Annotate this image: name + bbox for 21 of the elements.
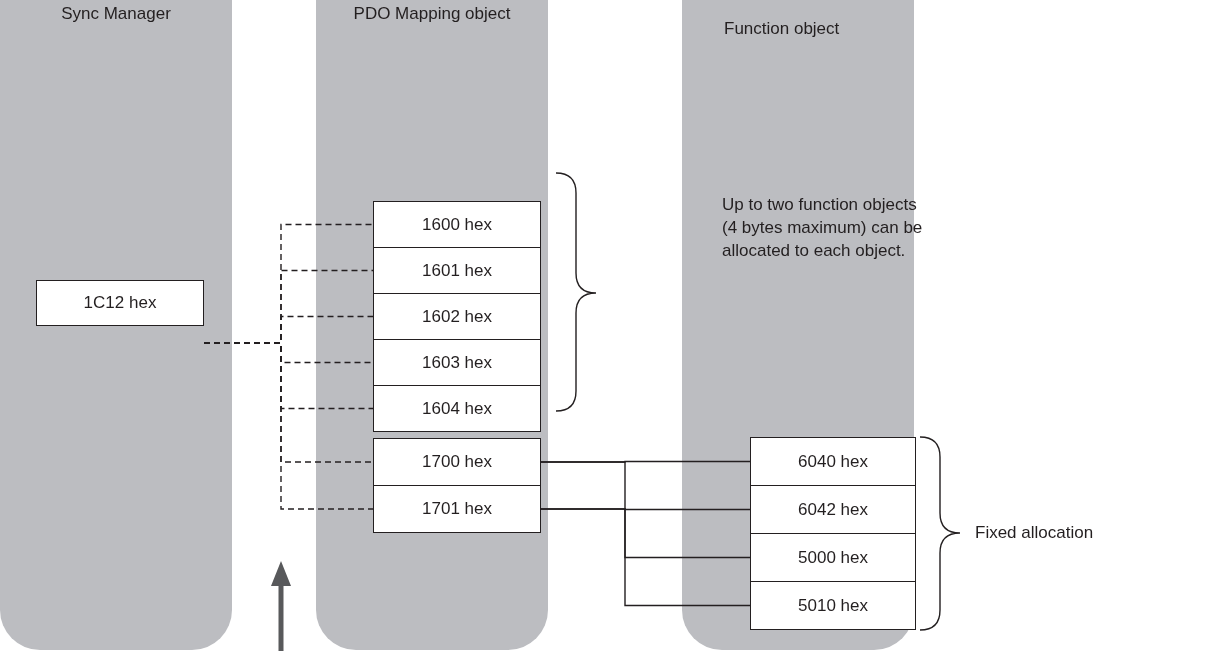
object-index-box: 6040 hex: [750, 437, 916, 486]
object-index-box: 5010 hex: [750, 581, 916, 630]
column-panel: [316, 0, 548, 650]
column-heading: Function object: [724, 18, 841, 40]
column-heading: Sync Manager: [60, 3, 172, 25]
column-panel: [0, 0, 232, 650]
object-index-box: 1701 hex: [373, 485, 541, 533]
object-index-box: 6042 hex: [750, 485, 916, 534]
connector-line: [540, 508, 751, 607]
object-index-box: 1C12 hex: [36, 280, 204, 326]
column-heading: PDO Mapping object: [352, 3, 512, 25]
object-index-box: 1600 hex: [373, 201, 541, 248]
connector-line: [540, 461, 751, 511]
annotation-text: Fixed allocation: [975, 523, 1094, 543]
object-index-box: 1602 hex: [373, 293, 541, 340]
object-index-box: 1601 hex: [373, 247, 541, 294]
note-text: Up to two function objects (4 bytes maximum) can be allocated to each object.: [722, 194, 924, 262]
object-index-box: 5000 hex: [750, 533, 916, 582]
object-index-box: 1603 hex: [373, 339, 541, 386]
object-index-box: 1700 hex: [373, 438, 541, 486]
object-index-box: 1604 hex: [373, 385, 541, 432]
